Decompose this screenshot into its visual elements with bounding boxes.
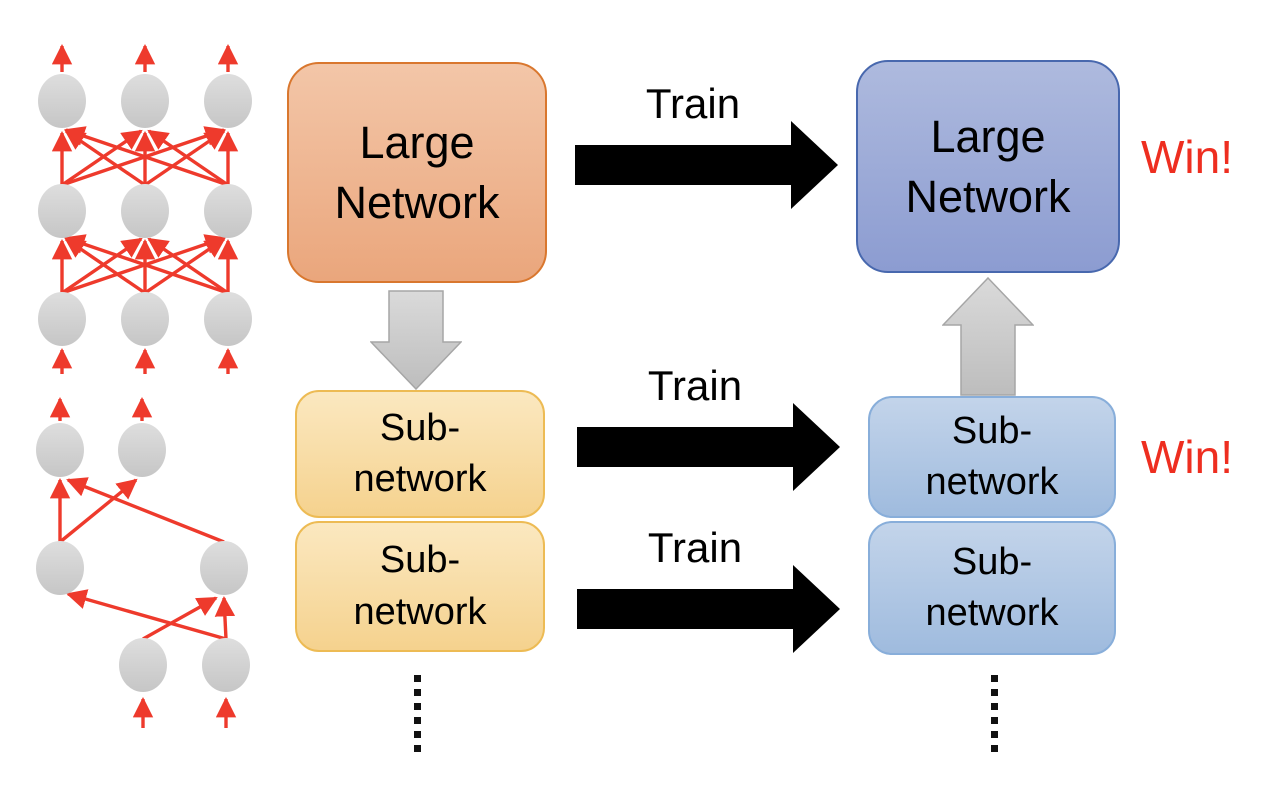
box-subnetwork-1-untrained: Sub- network [295,390,545,518]
box-large-network-untrained: Large Network [287,62,547,283]
sparse-network-graphic [36,396,250,728]
extract-subnetwork-down-arrow-icon [370,290,462,390]
win-label-2: Win! [1141,431,1233,483]
train-label-1: Train [645,80,741,127]
reassemble-up-arrow-icon [942,277,1034,396]
train-arrow-right-icon-1 [575,121,838,209]
train-arrow-right-icon-2 [577,403,840,491]
box-subnetwork-1-trained: Sub- network [868,396,1116,518]
network-illustrations [36,43,252,728]
dense-network-graphic [38,43,252,374]
train-label-3: Train [647,524,743,571]
box-subnetwork-2-untrained: Sub- network [295,521,545,652]
box-subnetwork-2-trained: Sub- network [868,521,1116,655]
more-subnetworks-ellipsis-right [991,675,998,754]
train-arrow-right-icon-3 [577,565,840,653]
more-subnetworks-ellipsis-left [414,675,421,754]
box-large-network-trained: Large Network [856,60,1120,273]
train-label-2: Train [647,362,743,409]
win-label-1: Win! [1141,131,1233,183]
